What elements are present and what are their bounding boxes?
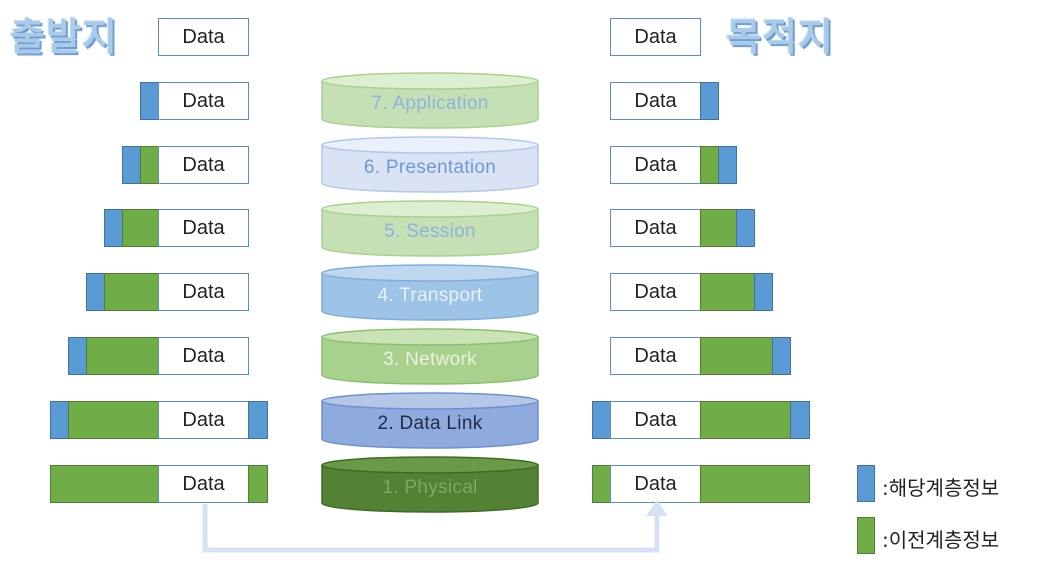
cylinder-icon [321, 136, 539, 193]
layer-label: 5. Session [384, 221, 476, 242]
source-data-0: Data [158, 18, 249, 56]
destination-title: 목적지 [726, 15, 834, 59]
layer-label: 4. Transport [377, 285, 483, 306]
legend-label-current: :해당계층정보 [882, 476, 1000, 500]
layer-physical: 1. Physical [321, 456, 539, 514]
layer-session: 5. Session [321, 200, 539, 258]
cylinder-icon [321, 264, 539, 321]
dest-data-0: Data [610, 18, 701, 56]
source-data-7: Data [158, 82, 249, 120]
source-trailer-1 [248, 465, 268, 503]
dest-payload-3 [700, 337, 773, 375]
layer-label: 7. Application [371, 93, 489, 114]
source-trailer-2 [248, 401, 268, 439]
source-data-1: Data [158, 465, 249, 503]
dest-header-3 [772, 337, 791, 375]
source-payload-3 [86, 337, 159, 375]
layer-application: 7. Application [321, 72, 539, 130]
dest-header-5 [736, 209, 755, 247]
dest-header-2 [790, 401, 810, 439]
dest-payload-2 [700, 401, 791, 439]
source-data-5: Data [158, 209, 249, 247]
dest-payload-4 [700, 273, 755, 311]
dest-data-6: Data [610, 146, 701, 184]
layer-label: 3. Network [383, 349, 477, 370]
layer-label: 1. Physical [382, 477, 478, 498]
cylinder-icon [321, 328, 539, 385]
layer-network: 3. Network [321, 328, 539, 386]
dest-data-1: Data [610, 465, 701, 503]
dest-payload-1 [700, 465, 810, 503]
layer-transport: 4. Transport [321, 264, 539, 322]
dest-data-3: Data [610, 337, 701, 375]
legend-swatch-previous [857, 517, 875, 554]
source-payload-1 [50, 465, 159, 503]
layer-label: 6. Presentation [363, 157, 497, 178]
source-payload-2 [68, 401, 159, 439]
dest-data-5: Data [610, 209, 701, 247]
cylinder-icon [321, 392, 539, 449]
layer-label: 2. Data Link [377, 413, 483, 434]
dest-data-7: Data [610, 82, 701, 120]
layer-presentation: 6. Presentation [321, 136, 539, 194]
source-payload-4 [104, 273, 159, 311]
dest-data-4: Data [610, 273, 701, 311]
dest-header-6 [718, 146, 737, 184]
dest-header-7 [700, 82, 719, 120]
source-data-3: Data [158, 337, 249, 375]
legend-label-previous: :이전계층정보 [882, 528, 1000, 552]
source-data-2: Data [158, 401, 249, 439]
source-payload-5 [122, 209, 159, 247]
dest-data-2: Data [610, 401, 701, 439]
source-data-6: Data [158, 146, 249, 184]
cylinder-icon [321, 72, 539, 129]
cylinder-icon [321, 456, 539, 513]
source-title: 출발지 [10, 15, 118, 59]
legend-swatch-current [857, 465, 875, 502]
cylinder-icon [321, 200, 539, 257]
source-data-4: Data [158, 273, 249, 311]
layer-data-link: 2. Data Link [321, 392, 539, 450]
dest-header-4 [754, 273, 773, 311]
